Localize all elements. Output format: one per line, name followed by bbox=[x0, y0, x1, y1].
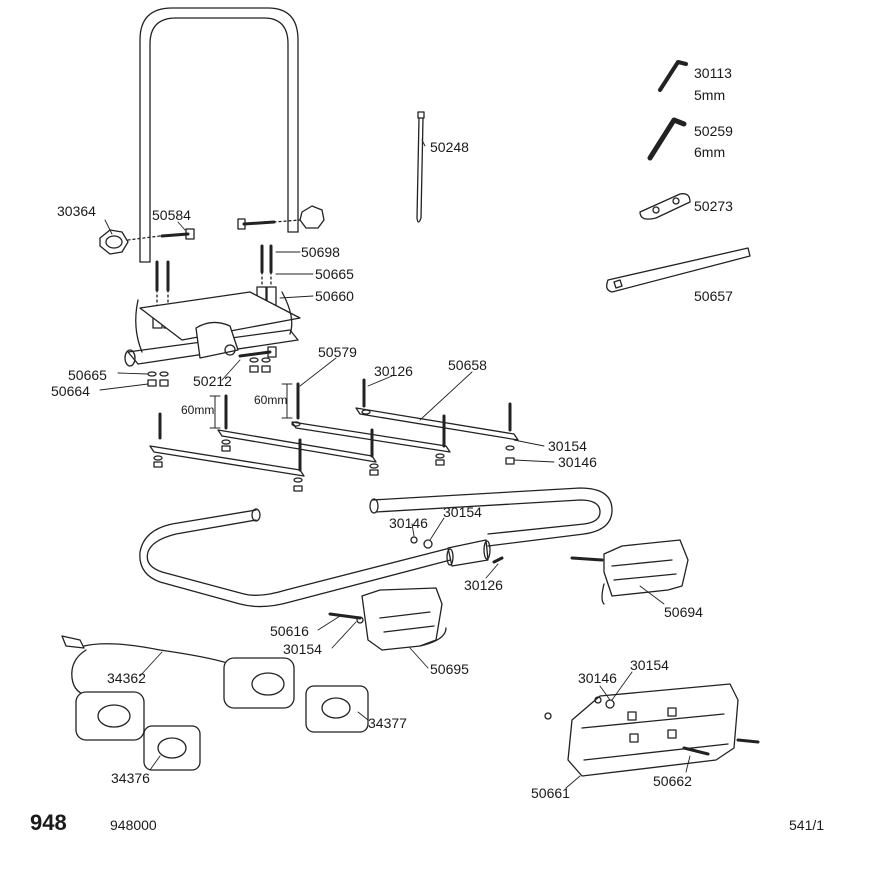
label-50212: 50212 bbox=[193, 373, 232, 389]
bolt-knob-right bbox=[237, 205, 325, 230]
label-50662: 50662 bbox=[653, 773, 692, 789]
label-50259-size: 6mm bbox=[694, 144, 725, 160]
plate-holder-50661 bbox=[544, 683, 760, 777]
holder-50695 bbox=[328, 587, 447, 651]
label-50661: 50661 bbox=[531, 785, 570, 801]
article-code: 948000 bbox=[110, 817, 157, 833]
allen-key-6mm bbox=[647, 117, 687, 161]
label-50248: 50248 bbox=[430, 139, 469, 155]
label-34376: 34376 bbox=[111, 770, 150, 786]
label-50657: 50657 bbox=[694, 288, 733, 304]
knob-30364 bbox=[99, 229, 129, 255]
label-50698: 50698 bbox=[301, 244, 340, 260]
label-50660: 50660 bbox=[315, 288, 354, 304]
label-30364: 30364 bbox=[57, 203, 96, 219]
lamp-right bbox=[223, 657, 295, 709]
label-30126-tube: 30126 bbox=[464, 577, 503, 593]
label-30113: 30113 bbox=[694, 65, 732, 81]
rails-50658 bbox=[149, 407, 519, 477]
label-34377: 34377 bbox=[368, 715, 407, 731]
label-50664: 50664 bbox=[51, 383, 90, 399]
label-30146-plate: 30146 bbox=[578, 670, 617, 686]
label-50259: 50259 bbox=[694, 123, 733, 139]
label-30154-plate: 30154 bbox=[630, 657, 669, 673]
long-screws bbox=[158, 378, 512, 440]
label-50665: 50665 bbox=[315, 266, 354, 282]
label-50695: 50695 bbox=[430, 661, 469, 677]
upright-frame bbox=[139, 7, 299, 263]
label-50694: 50694 bbox=[664, 604, 703, 620]
leader-lines bbox=[99, 139, 691, 789]
label-30126: 30126 bbox=[374, 363, 413, 379]
label-50616: 50616 bbox=[270, 623, 309, 639]
rail-nuts bbox=[153, 409, 515, 492]
bolt-50212 bbox=[238, 346, 277, 358]
lens-34377 bbox=[305, 685, 369, 733]
label-30146: 30146 bbox=[558, 454, 597, 470]
label-50665-lower: 50665 bbox=[68, 367, 107, 383]
label-60mm-left: 60mm bbox=[181, 403, 214, 417]
lamp-left bbox=[75, 691, 145, 741]
label-30154: 30154 bbox=[548, 438, 587, 454]
label-50584: 50584 bbox=[152, 207, 191, 223]
holder-50694 bbox=[570, 539, 689, 605]
label-30113-size: 5mm bbox=[694, 87, 725, 103]
cable-tie-50248 bbox=[416, 111, 425, 223]
lens-34376 bbox=[143, 725, 201, 771]
label-30146-center: 30146 bbox=[389, 515, 428, 531]
model-number: 948 bbox=[30, 810, 67, 835]
base-frame bbox=[139, 487, 613, 608]
allen-key-5mm bbox=[658, 60, 688, 92]
part-labels: 30364 50584 50698 50665 50660 50248 3011… bbox=[51, 65, 733, 801]
label-50579: 50579 bbox=[318, 344, 357, 360]
label-50658: 50658 bbox=[448, 357, 487, 373]
dimension-lines bbox=[209, 383, 293, 429]
label-60mm-right: 60mm bbox=[254, 393, 287, 407]
plate-50273 bbox=[639, 193, 691, 220]
label-30154-holder: 30154 bbox=[283, 641, 322, 657]
label-50273: 50273 bbox=[694, 198, 733, 214]
bolt-50584 bbox=[127, 228, 195, 241]
cable-34362 bbox=[61, 635, 245, 697]
clamp-assembly bbox=[124, 291, 301, 367]
page-number: 541/1 bbox=[789, 817, 825, 833]
label-30154-center: 30154 bbox=[443, 504, 482, 520]
washers-center bbox=[410, 536, 504, 564]
label-34362: 34362 bbox=[107, 670, 146, 686]
spanner-50657 bbox=[606, 247, 751, 293]
